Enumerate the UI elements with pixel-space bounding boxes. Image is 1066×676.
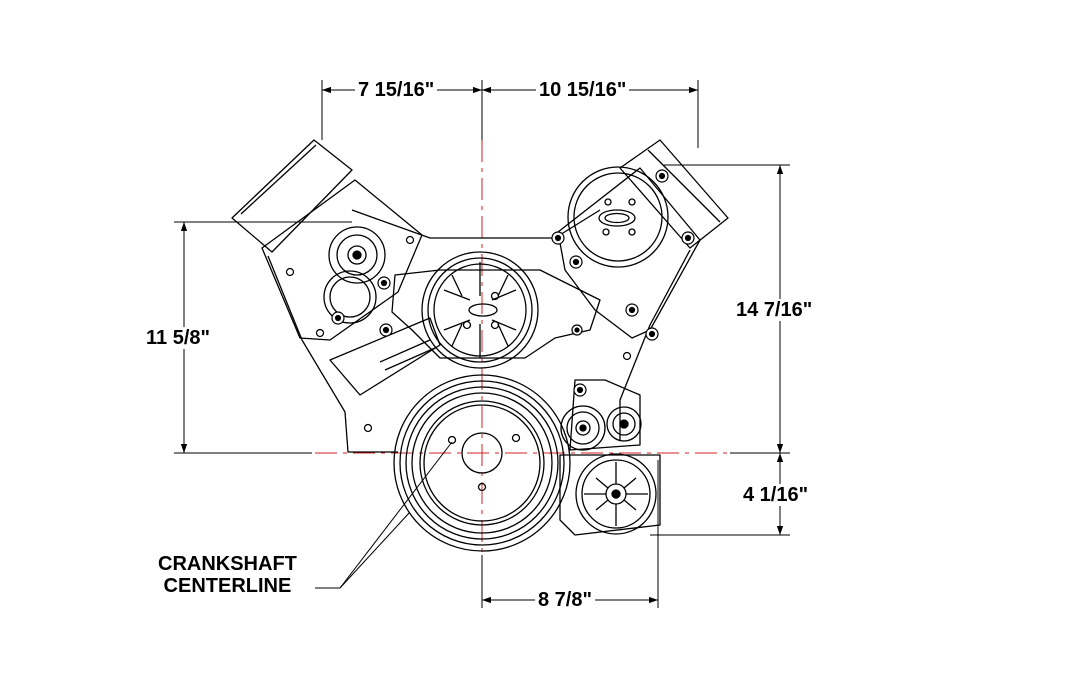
crankshaft-centerline-callout: CRANKSHAFT CENTERLINE <box>158 553 297 597</box>
bolt <box>551 231 565 245</box>
pulleys <box>323 166 669 552</box>
bolt <box>315 328 325 338</box>
engine-block-outline <box>231 139 729 536</box>
bolt <box>405 235 415 245</box>
lower-right-pulley <box>575 453 657 535</box>
upper-right-pulley <box>567 166 669 268</box>
bolt <box>377 276 391 290</box>
water-pump-pulley <box>421 251 539 369</box>
bolt <box>571 324 583 336</box>
dim-label-top-right: 10 15/16" <box>536 79 630 101</box>
bolt <box>363 423 373 433</box>
bolt <box>655 169 669 183</box>
bolt <box>379 323 393 337</box>
callout-leader <box>339 441 453 589</box>
bolt <box>285 267 295 277</box>
bolt <box>681 231 695 245</box>
bolt <box>622 351 632 361</box>
tensioner-pulley <box>560 405 606 451</box>
callout-line-2: CENTERLINE <box>163 575 292 597</box>
bolt <box>331 311 345 325</box>
bolts <box>285 169 695 433</box>
left-idler-pulley <box>328 226 386 284</box>
callout-leader <box>339 511 411 589</box>
dim-label-left-height: 11 5/8" <box>143 327 213 349</box>
callout-line-1: CRANKSHAFT <box>158 553 297 575</box>
bolt <box>569 255 583 269</box>
small-idler-pulley <box>606 406 642 442</box>
dim-label-bottom-width: 8 7/8" <box>535 589 595 611</box>
dim-label-top-left: 7 15/16" <box>355 79 438 101</box>
bolt <box>645 327 659 341</box>
dim-label-right-height: 14 7/16" <box>733 299 816 321</box>
dim-label-lower-right-height: 4 1/16" <box>740 484 812 506</box>
bolt <box>625 303 639 317</box>
centerlines <box>315 140 730 580</box>
crank-pulley <box>393 374 571 552</box>
bolt <box>573 383 587 397</box>
left-lower-pulley <box>323 270 377 324</box>
